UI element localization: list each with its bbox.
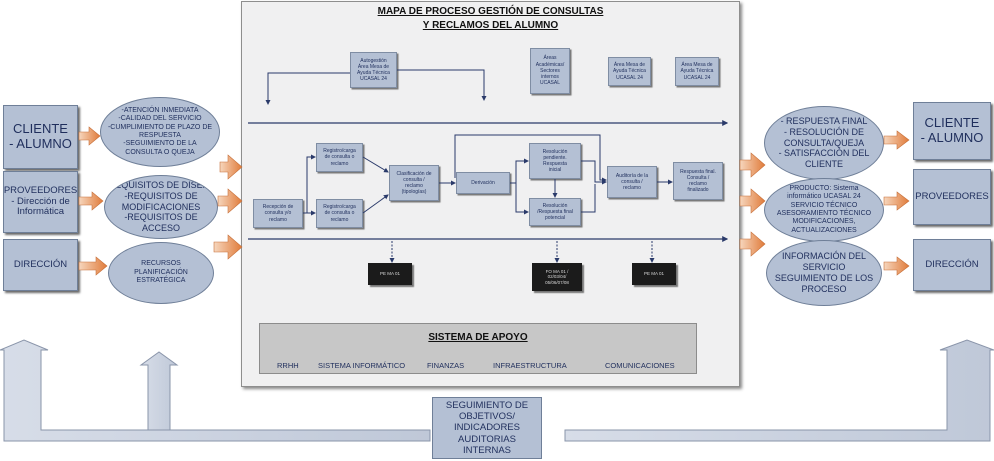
area-mesa-ayuda-2: Área Mesa de Ayuda Técnica UCASAL 24 (675, 57, 719, 86)
input-needs-proveedores: -REQUISITOS DE DISEÑO -REQUISITOS DE MOD… (104, 175, 218, 239)
area-autogestion: Autogestión Área Mesa de Ayuda Técnica U… (350, 52, 397, 88)
area-academicas: Áreas Académicas/ Sectores internos UCAS… (530, 48, 570, 94)
input-proveedores: PROVEEDORES - Dirección de Informática (3, 171, 78, 233)
step-clasificacion: Clasificación de consulta / reclamo (tip… (389, 165, 439, 201)
output-results-direccion: INFORMACIÓN DEL SERVICIO SEGUIMIENTO DE … (766, 240, 882, 306)
step-registro-1: Registro/carga de consulta o reclamo (316, 143, 363, 172)
step-auditoria: Auditoría de la consulta / reclamo (607, 166, 657, 198)
step-respuesta-final: Respuesta final. Consulta / reclamo fina… (673, 162, 723, 200)
document-pe-ma-01-left: PE MA 01 (368, 263, 412, 285)
support-item-sistema-informatico: SISTEMA INFORMÁTICO (318, 361, 406, 370)
seguimiento-box: SEGUIMIENTO DE OBJETIVOS/ INDICADORES AU… (432, 397, 542, 459)
support-item-rrhh: RRHH (277, 361, 299, 370)
input-needs-direccion: RECURSOS PLANIFICACIÓN ESTRATÉGICA (108, 242, 214, 304)
step-registro-2: Registro/carga de consulta o reclamo (316, 199, 363, 228)
feedback-arrow-left-2 (139, 351, 179, 431)
area-mesa-ayuda-1: Área Mesa de Ayuda Técnica UCASAL 24 (608, 57, 651, 86)
step-resolucion-pendiente: Resolución pendiente. Respuesta inicial (529, 143, 581, 179)
input-needs-cliente: -ATENCIÓN INMEDIATA -CALIDAD DEL SERVICI… (100, 97, 220, 167)
support-item-comunicaciones: COMUNICACIONES (605, 361, 675, 370)
support-item-infraestructura: INFRAESTRUCTURA (493, 361, 567, 370)
output-cliente-alumno: CLIENTE - ALUMNO (913, 102, 991, 160)
step-derivacion: Derivación (456, 172, 510, 194)
map-title-line2: Y RECLAMOS DEL ALUMNO (422, 20, 559, 31)
support-title: SISTEMA DE APOYO (428, 332, 528, 343)
map-title-line1: MAPA DE PROCESO GESTIÓN DE CONSULTAS (377, 6, 604, 17)
support-system: SISTEMA DE APOYO RRHH SISTEMA INFORMÁTIC… (259, 323, 697, 374)
feedback-arrow-left (0, 339, 431, 442)
document-pe-ma-01-right: PE MA 01 (632, 263, 676, 285)
output-direccion: DIRECCIÓN (913, 239, 991, 291)
input-direccion: DIRECCIÓN (3, 239, 78, 291)
feedback-arrow-right (564, 339, 994, 442)
output-results-cliente: - RESPUESTA FINAL - RESOLUCIÓN DE CONSUL… (764, 106, 884, 180)
step-recepcion: Recepción de consulta y/o reclamo (253, 199, 303, 228)
support-item-finanzas: FINANZAS (427, 361, 465, 370)
input-cliente-alumno: CLIENTE - ALUMNO (3, 105, 78, 169)
document-fo-ma: FO MA 01 / 02/03/04/ 05/06/07/08 (532, 263, 582, 291)
step-resolucion-final: Resolución /Respuesta final potencial (529, 198, 581, 226)
output-proveedores: PROVEEDORES (913, 169, 991, 225)
